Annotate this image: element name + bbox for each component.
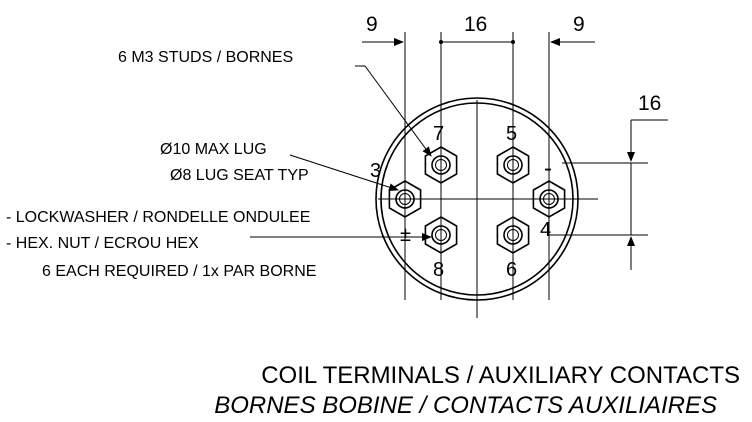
callout-max-lug: Ø10 MAX LUG (160, 141, 267, 158)
callout-studs: 6 M3 STUDS / BORNES (118, 49, 293, 66)
dim-center-value: 16 (464, 13, 487, 36)
dim-vertical-value: 16 (638, 92, 661, 115)
stud-6-inner (507, 229, 519, 241)
stud-7-outer (431, 155, 451, 175)
title-french: BORNES BOBINE / CONTACTS AUXILIAIRES (214, 392, 717, 419)
stud-4-inner (543, 193, 555, 205)
stud-7-inner (435, 159, 447, 171)
stud-5 (496, 146, 530, 184)
dim-dot-right (511, 40, 515, 44)
right-dimension: 16 (548, 92, 668, 270)
callout-lug-seat: Ø8 LUG SEAT TYP (170, 167, 309, 184)
leader-lug (289, 154, 399, 192)
stud-8-outer (431, 225, 451, 245)
stud-5-inner (507, 159, 519, 171)
dim-right-value: 9 (573, 13, 585, 36)
leaders (250, 65, 432, 241)
dim-left-value: 9 (366, 13, 378, 36)
stud-6 (496, 216, 530, 254)
stud-8 (424, 216, 458, 254)
stud-6-outer (503, 225, 523, 245)
terminal-label-8: 8 (433, 259, 444, 281)
callout-each-required: 6 EACH REQUIRED / 1x PAR BORNE (42, 263, 316, 280)
stud-4 (532, 180, 566, 218)
terminal-label-minus: - (544, 155, 552, 182)
callouts: 6 M3 STUDS / BORNES Ø10 MAX LUG Ø8 LUG S… (6, 49, 316, 280)
stud-3-outer (395, 189, 415, 209)
callout-hex-nut: - HEX. NUT / ECROU HEX (6, 235, 199, 252)
stud-4-outer (539, 189, 559, 209)
stud-8-inner (435, 229, 447, 241)
stud-3-inner (399, 193, 411, 205)
title-block: COIL TERMINALS / AUXILIARY CONTACTS BORN… (214, 362, 740, 419)
top-dimensions: 9 16 9 (362, 13, 595, 300)
hex-nut-6 (496, 216, 530, 254)
terminal-labels: 7 5 3 - 4 ± 8 6 (370, 123, 552, 281)
terminal-label-6: 6 (506, 259, 517, 281)
terminal-label-7: 7 (433, 123, 444, 145)
leader-studs (355, 65, 432, 157)
hex-nut-8 (424, 216, 458, 254)
stud-5-outer (503, 155, 523, 175)
terminal-label-4: 4 (540, 219, 551, 241)
terminal-label-5: 5 (506, 123, 517, 145)
terminal-label-plus: ± (400, 224, 411, 246)
callout-lockwasher: - LOCKWASHER / RONDELLE ONDULEE (6, 209, 310, 226)
dim-dot-left (439, 40, 443, 44)
terminal-label-3: 3 (370, 160, 381, 182)
hex-nut-5 (496, 146, 530, 184)
title-english: COIL TERMINALS / AUXILIARY CONTACTS (261, 362, 740, 389)
hex-nut-4 (532, 180, 566, 218)
